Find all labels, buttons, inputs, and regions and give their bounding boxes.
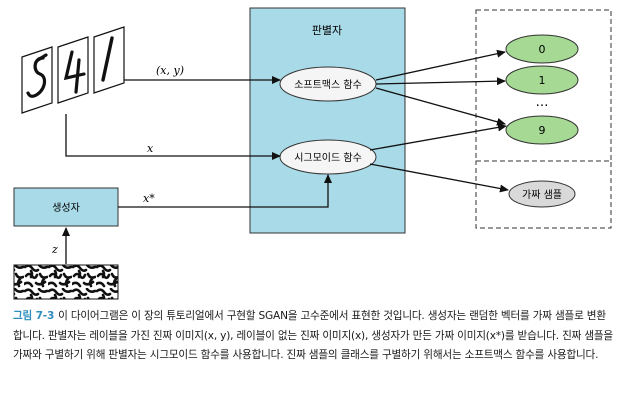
discriminator-title: 판별자 — [312, 24, 342, 37]
edge-label-fake: x* — [143, 192, 155, 205]
class-label-1: 1 — [539, 74, 546, 87]
edge-softmax-0 — [375, 49, 506, 81]
generator-box — [13, 187, 119, 227]
figure-number: 그림 7-3 — [13, 310, 55, 322]
edge-softmax-1 — [375, 77, 506, 86]
fake-sample-node — [508, 180, 576, 208]
class-ellipsis: … — [536, 95, 549, 110]
digit-images — [21, 26, 125, 114]
edge-sigmoid-fake — [369, 163, 509, 193]
class-node-1 — [505, 65, 579, 95]
class-label-0: 0 — [539, 43, 546, 56]
fake-sample-label: 가짜 샘플 — [522, 189, 562, 201]
edge-sigmoid-9 — [369, 123, 507, 151]
edge-unlabeled — [65, 114, 281, 160]
noise-image — [13, 264, 119, 300]
generator-label: 생성자 — [52, 202, 80, 214]
edge-fake — [118, 174, 332, 208]
fake-output-box — [475, 160, 612, 229]
caption-text: 이 다이어그램은 이 장의 튜토리얼에서 구현할 SGAN을 고수준에서 표현한… — [13, 310, 613, 361]
sgan-diagram: 판별자 소프트맥스 함수 시그모이드 함수 0 1 … 9 가짜 샘플 생성자 … — [13, 7, 612, 300]
class-node-0 — [505, 34, 579, 64]
edge-label-noise: z — [51, 243, 58, 256]
edge-softmax-9 — [375, 87, 506, 126]
class-label-9: 9 — [539, 124, 546, 137]
softmax-label: 소프트맥스 함수 — [294, 79, 362, 91]
edge-label-labeled: (x, y) — [156, 64, 184, 77]
edge-label-unlabeled: x — [147, 142, 154, 155]
sigmoid-label: 시그모이드 함수 — [294, 152, 362, 164]
